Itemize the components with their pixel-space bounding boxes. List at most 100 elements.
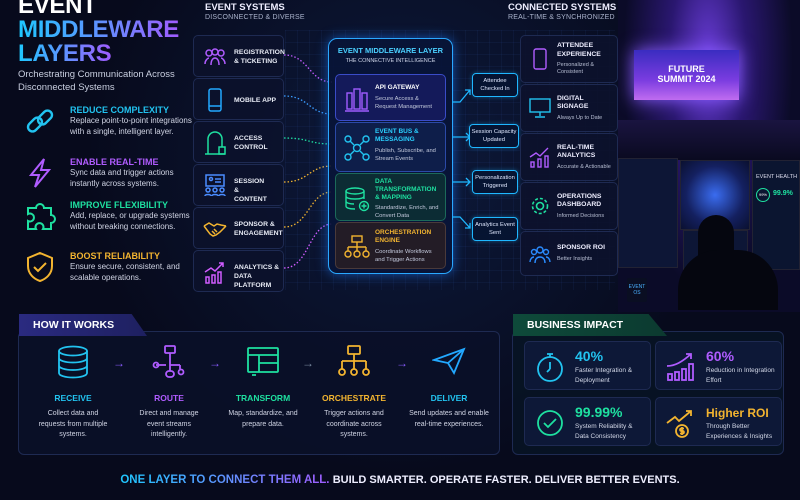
connected-systems-title: CONNECTED SYSTEMS (508, 2, 617, 13)
event-session-capacity: Session Capacity Updated (469, 124, 519, 148)
impact-value: 99.99% (575, 404, 623, 420)
component-title: DATA TRANSFORMATION & MAPPING (375, 178, 437, 201)
stopwatch-icon (535, 352, 565, 382)
arrow-right-icon: → (113, 356, 125, 370)
benefit-improve-flexibility: IMPROVE FLEXIBILITY Add, replace, or upg… (20, 200, 195, 248)
benefit-text: Ensure secure, consistent, and scalable … (70, 262, 180, 282)
connected-text: Informed Decisions (557, 212, 605, 219)
component-api-gateway[interactable]: API GATEWAY Secure Access & Request Mana… (335, 74, 446, 121)
footer-tagline: ONE LAYER TO CONNECT THEM ALL. BUILD SMA… (0, 474, 800, 486)
step-route: ROUTE Direct and manage event streams int… (124, 345, 214, 441)
connected-digital-signage[interactable]: DIGITAL SIGNAGE Always Up to Date (520, 84, 618, 132)
connected-title: OPERATIONS DASHBOARD (557, 192, 602, 209)
connected-title: DIGITAL SIGNAGE (557, 94, 589, 111)
step-receive: RECEIVE Collect data and requests from mu… (28, 345, 118, 441)
step-title: DELIVER (430, 393, 468, 403)
handshake-icon (203, 217, 227, 241)
check-circle-icon (535, 408, 565, 438)
presentation-icon (203, 174, 227, 198)
chart-icon (529, 146, 551, 168)
system-registration[interactable]: REGISTRATION & TICKETING (193, 35, 285, 77)
subtitle: Orchestrating Communication Across Disco… (18, 69, 175, 93)
benefit-boost-reliability: BOOST RELIABILITY Ensure secure, consist… (20, 251, 195, 299)
turnstile-icon (203, 131, 227, 155)
how-it-works-title: HOW IT WORKS (19, 314, 147, 336)
event-health-value: 99.9% (773, 190, 793, 197)
monitor-icon (529, 97, 551, 119)
system-sponsor[interactable]: SPONSOR & ENGAGEMENT (193, 207, 284, 249)
step-orchestrate: ORCHESTRATE Trigger actions and coordinat… (309, 345, 399, 441)
benefit-enable-real-time: ENABLE REAL-TIME Sync data and trigger a… (20, 157, 195, 205)
step-title: ROUTE (154, 393, 184, 403)
footer-rest: BUILD SMARTER. OPERATE FASTER. DELIVER B… (332, 474, 680, 486)
event-venue-photo: FUTURE SUMMIT 2024 EVENT HEALTH 99% 99.9… (618, 0, 800, 312)
step-title: ORCHESTRATE (321, 393, 387, 403)
footer-highlight: ONE LAYER TO CONNECT THEM ALL. (120, 474, 330, 486)
middleware-subtitle: THE CONNECTIVE INTELLIGENCE (345, 58, 436, 64)
event-analytics-sent: Analytics Event Sent (472, 217, 518, 241)
connected-title: REAL-TIME ANALYTICS (557, 143, 596, 160)
step-title: TRANSFORM (235, 393, 291, 403)
event-systems-title: EVENT SYSTEMS (205, 2, 285, 13)
benefit-reduce-complexity: REDUCE COMPLEXITY Replace point-to-point… (20, 105, 195, 153)
system-analytics[interactable]: ANALYTICS & DATA PLATFORM (193, 250, 284, 292)
impact-value: 40% (575, 348, 604, 364)
audience (618, 120, 800, 160)
component-title: EVENT BUS & MESSAGING (375, 128, 419, 143)
component-text: Standardize, Enrich, and Convert Data (375, 205, 439, 219)
step-text: Trigger actions and coordinate across sy… (324, 410, 384, 438)
step-text: Collect data and requests from multiple … (38, 410, 108, 438)
gear-icon (529, 195, 551, 217)
impact-card-effort: 60%Reduction in Integration Effort (655, 341, 782, 390)
monitor-health (752, 160, 800, 270)
component-orchestration-engine[interactable]: ORCHESTRATION ENGINE Coordinate Workflow… (335, 222, 446, 269)
connected-systems-subtitle: REAL-TIME & SYNCHRONIZED (508, 14, 615, 21)
mug: EVENT OS (627, 278, 647, 302)
system-session-content[interactable]: SESSION & CONTENT (193, 164, 284, 206)
connected-title: ATTENDEE EXPERIENCE (557, 42, 601, 58)
step-text: Send updates and enable real-time experi… (409, 410, 489, 428)
phone-icon (203, 88, 227, 112)
component-event-bus[interactable]: EVENT BUS & MESSAGING Publish, Subscribe… (335, 122, 446, 172)
step-title: RECEIVE (54, 393, 92, 403)
business-impact-title: BUSINESS IMPACT (513, 314, 667, 336)
impact-card-reliability: 99.99%System Reliability & Data Consiste… (524, 397, 651, 446)
title-line2: MIDDLEWARE (18, 16, 179, 43)
paper-plane-icon (432, 345, 466, 379)
growth-chart-icon (666, 352, 696, 382)
users-icon (529, 244, 551, 266)
shield-check-icon (24, 251, 56, 283)
lightning-icon (24, 157, 56, 189)
step-text: Direct and manage event streams intellig… (139, 410, 199, 438)
users-icon (203, 45, 227, 69)
benefit-title: ENABLE REAL-TIME (70, 157, 159, 167)
component-data-transformation[interactable]: DATA TRANSFORMATION & MAPPING Standardiz… (335, 173, 446, 221)
component-title: ORCHESTRATION ENGINE (375, 229, 432, 244)
event-attendee-checked-in: Attendee Checked In (472, 73, 518, 97)
impact-text: Through Better Experiences & Insights (706, 423, 773, 440)
person-shoulders (678, 250, 778, 310)
phone-icon (529, 48, 551, 70)
component-text: Secure Access & Request Management (375, 96, 433, 110)
arrow-right-icon: → (302, 356, 314, 370)
component-text: Publish, Subscribe, and Stream Events (375, 148, 436, 162)
connected-text: Always Up to Date (557, 114, 603, 121)
network-hub-icon (344, 135, 370, 161)
event-personalization: Personalization Triggered (472, 170, 518, 194)
benefit-title: IMPROVE FLEXIBILITY (70, 200, 169, 210)
connected-operations-dashboard[interactable]: OPERATIONS DASHBOARD Informed Decisions (520, 182, 618, 230)
arrow-right-icon: → (209, 356, 221, 370)
layout-icon (246, 345, 280, 379)
system-access-control[interactable]: ACCESS CONTROL (193, 121, 284, 163)
chart-icon (203, 260, 227, 284)
event-systems-subtitle: DISCONNECTED & DIVERSE (205, 14, 305, 21)
benefit-text: Replace point-to-point integrations with… (70, 116, 192, 136)
arrow-right-icon: → (396, 356, 408, 370)
system-mobile-app[interactable]: MOBILE APP (193, 78, 284, 120)
step-deliver: DELIVER Send updates and enable real-time… (402, 345, 496, 430)
